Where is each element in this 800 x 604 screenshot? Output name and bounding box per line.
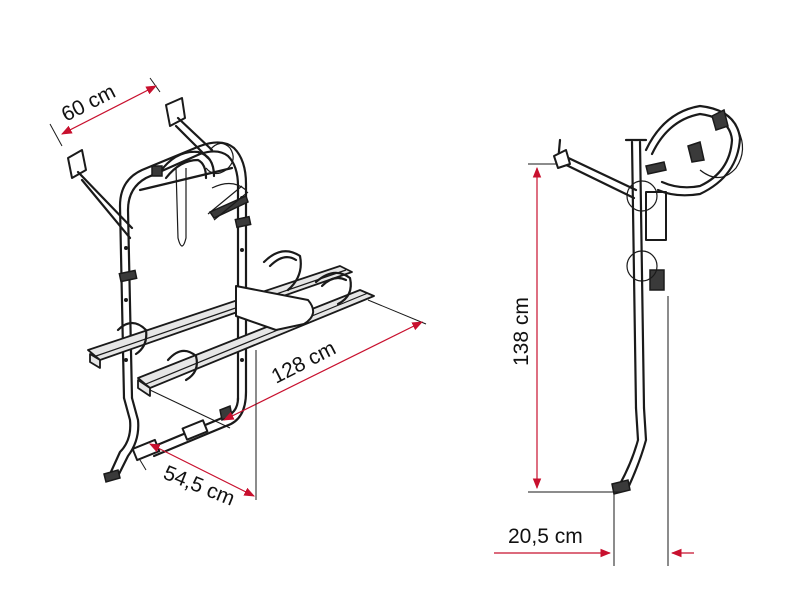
dimension-offset: 20,5 cm bbox=[494, 296, 694, 566]
dimension-height: 138 cm bbox=[510, 163, 620, 493]
perspective-view bbox=[67, 97, 375, 483]
main-frame bbox=[118, 141, 252, 402]
side-view bbox=[553, 104, 744, 495]
dimension-label-height: 138 cm bbox=[510, 297, 533, 366]
rail-crossbar bbox=[235, 285, 315, 331]
dimension-label-width: 60 cm bbox=[58, 80, 119, 126]
top-mount-left bbox=[67, 149, 134, 240]
top-mount-right bbox=[165, 97, 214, 160]
dimension-label-offset: 20,5 cm bbox=[508, 525, 583, 548]
dimension-width-top: 60 cm bbox=[49, 77, 161, 147]
